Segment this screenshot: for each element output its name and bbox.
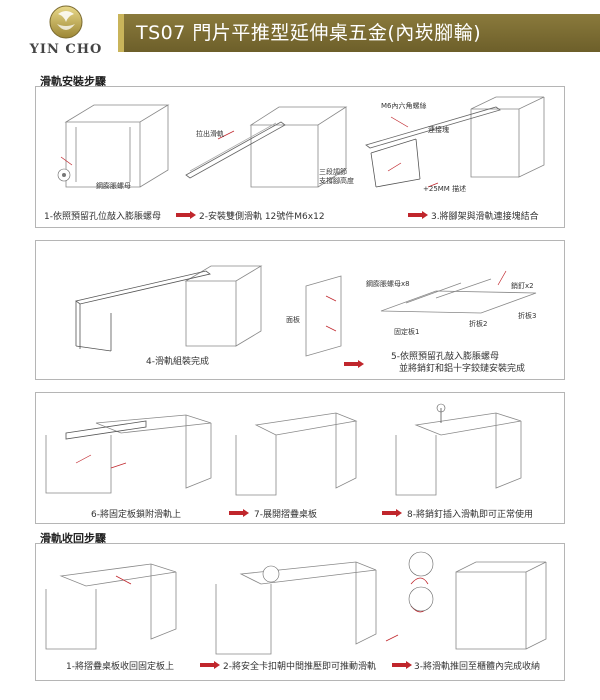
arrow-right-icon <box>176 211 196 219</box>
section-title-install: 滑軌安裝步驟 <box>40 75 106 88</box>
label-pin-x2: 銷釘x2 <box>511 282 534 290</box>
panel-install-steps-6-8: 6-將固定板鎖附滑軌上 7-展開摺疊桌板 8-將銷釘插入滑軌即可正常使用 <box>35 392 565 524</box>
page-title: TS07 門片平推型延伸桌五金(內崁腳輪) <box>136 22 482 44</box>
panel-install-steps-4-5: 鋼膨脹螺母x8 銷釘x2 面板 固定板1 折板2 折板3 4-滑軌組裝完成 5-… <box>35 240 565 380</box>
section-title-retract: 滑軌收回步驟 <box>40 532 106 545</box>
panel1-illustration <box>57 96 545 188</box>
label-face-panel: 面板 <box>286 316 300 324</box>
arrow-right-icon <box>229 509 249 517</box>
label-adjust-line2: 支撐腳高度 <box>319 177 354 185</box>
label-fixed-board-1: 固定板1 <box>394 328 420 336</box>
step-5-text-line1: 5-依照預留孔敲入膨脹螺母 <box>391 352 499 362</box>
arrow-right-icon <box>392 661 412 669</box>
logo-mark-icon <box>49 5 83 39</box>
title-bar <box>118 14 600 52</box>
panel3-illustration <box>45 403 522 496</box>
retract-step-1-text: 1-將摺疊桌板收回固定板上 <box>66 662 174 672</box>
arrow-right-icon <box>382 509 402 517</box>
label-connector: 連接塊 <box>428 126 449 134</box>
retract-step-3-text: 3-將滑軌推回至櫃體內完成收納 <box>414 662 540 672</box>
arrow-right-icon <box>408 211 428 219</box>
panel4-illustration <box>45 551 547 655</box>
label-plus-25mm: +25MM 描述 <box>423 185 467 193</box>
step-4-text: 4-滑軌組裝完成 <box>146 357 209 367</box>
label-pull-rail: 拉出滑軌 <box>196 130 224 138</box>
header: YIN CHO TS07 門片平推型延伸桌五金(內崁腳輪) <box>0 0 600 62</box>
panel2-illustration <box>75 265 537 357</box>
brand-name: YIN CHO <box>29 42 103 57</box>
step-7-text: 7-展開摺疊桌板 <box>254 510 317 520</box>
arrow-right-icon <box>344 360 364 368</box>
title-bar-accent <box>118 14 124 52</box>
label-expansion-nut: 鋼膨脹螺母 <box>96 182 131 190</box>
brand-logo: YIN CHO <box>14 4 118 60</box>
label-fold-board-2: 折板2 <box>469 320 488 328</box>
panel-retract-steps-1-3: 1-將摺疊桌板收回固定板上 2-將安全卡扣朝中間推壓即可推動滑軌 3-將滑軌推回… <box>35 543 565 681</box>
step-3-text: 3.將腳架與滑軌連接塊結合 <box>431 212 539 222</box>
step-6-text: 6-將固定板鎖附滑軌上 <box>91 510 181 520</box>
arrow-right-icon <box>200 661 220 669</box>
label-expansion-nut-x8: 鋼膨脹螺母x8 <box>366 280 410 288</box>
step-2-text: 2-安裝雙側滑軌 12號件M6x12 <box>199 212 325 222</box>
label-fold-board-3: 折板3 <box>518 312 537 320</box>
step-5-text-line2: 並將銷釘和鋁十字鉸鏈安裝完成 <box>399 364 526 374</box>
step-1-text: 1-依照預留孔位敲入膨脹螺母 <box>44 212 161 222</box>
label-adjust-line1: 三段調節 <box>319 168 347 176</box>
retract-step-2-text: 2-將安全卡扣朝中間推壓即可推動滑軌 <box>223 662 376 672</box>
panel-install-steps-1-3: 鋼膨脹螺母 拉出滑軌 M6內六角螺絲 連接塊 三段調節 支撐腳高度 +25MM … <box>35 86 565 228</box>
label-m6-screw: M6內六角螺絲 <box>381 102 427 110</box>
step-8-text: 8-將銷釘插入滑軌即可正常使用 <box>407 510 533 520</box>
